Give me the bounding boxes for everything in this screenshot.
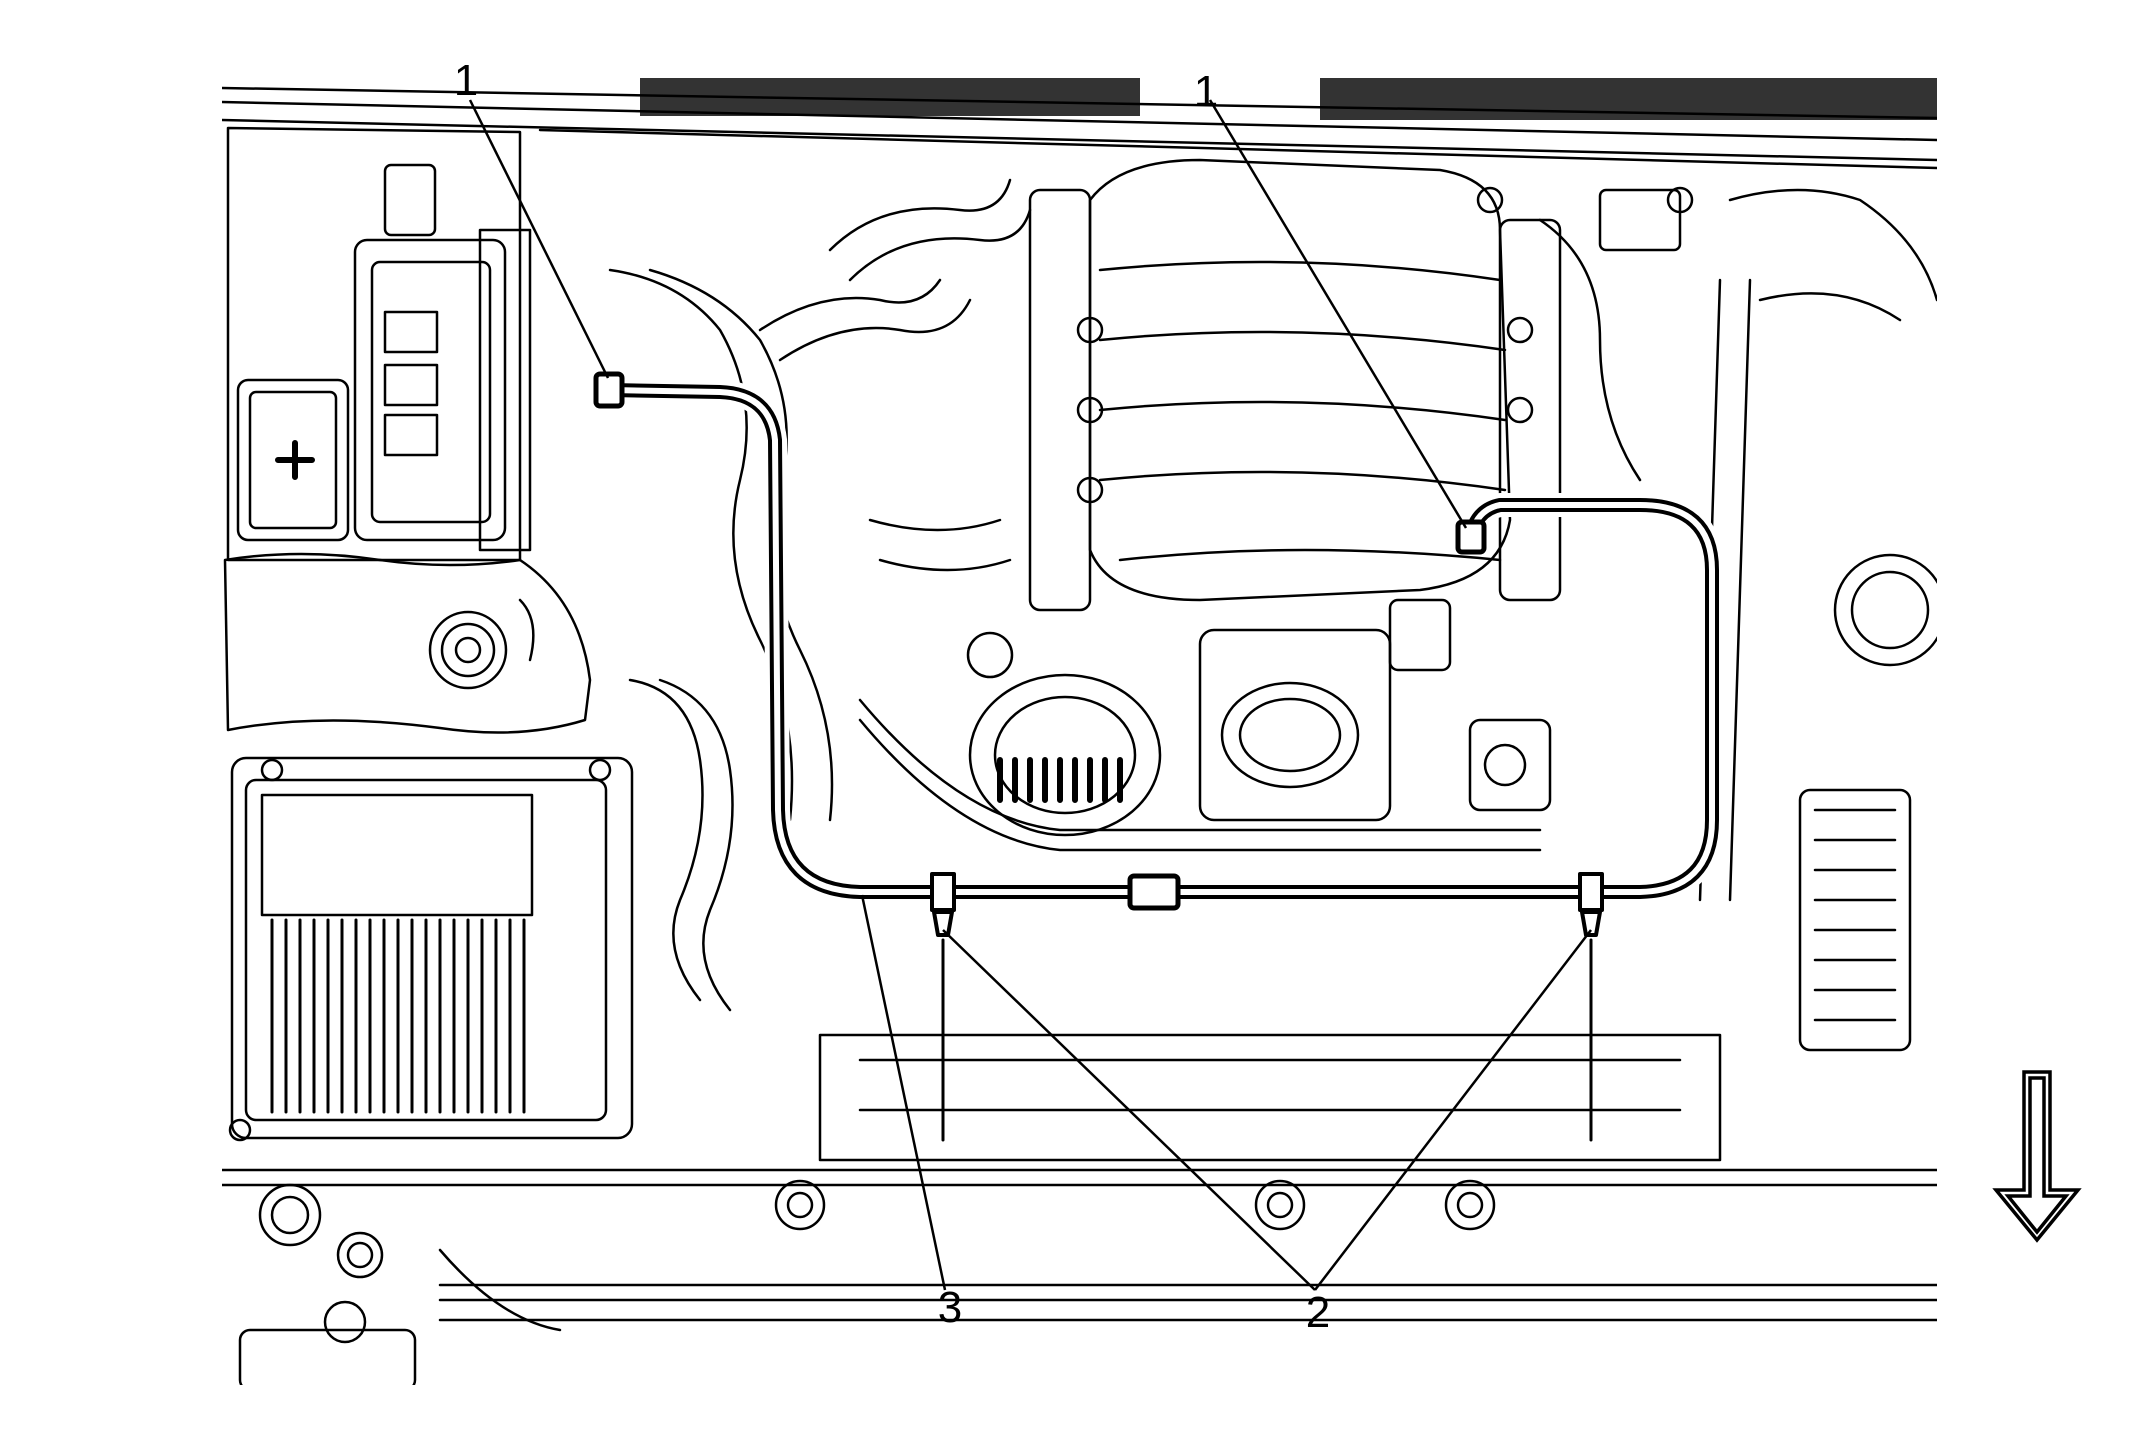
pipe-fastener-left xyxy=(930,872,956,1142)
callout-1-right: 1 xyxy=(1194,67,1218,116)
down-arrow-icon xyxy=(1992,1070,2082,1243)
air-cleaner xyxy=(228,756,634,1142)
leader-lines xyxy=(468,99,1592,1291)
intake-manifold xyxy=(1028,158,1562,612)
callout-3: 3 xyxy=(938,1283,962,1332)
callout-2: 2 xyxy=(1306,1288,1330,1337)
callout-1-left: 1 xyxy=(454,56,478,105)
leader-1-right xyxy=(1208,99,1468,529)
leader-2-right xyxy=(1314,929,1592,1291)
pipe-fastener-right xyxy=(1578,872,1604,1142)
cowl-panel xyxy=(222,78,1937,170)
alternator xyxy=(966,631,1162,837)
engine-bay-artwork xyxy=(222,78,1937,1385)
coolant-reservoir xyxy=(223,552,592,734)
leader-1-left xyxy=(468,99,610,379)
highlighted-pipe xyxy=(593,371,1724,1142)
leader-3 xyxy=(860,894,947,1291)
fuse-block xyxy=(226,126,532,562)
throttle-body xyxy=(1198,598,1552,822)
radiator-support xyxy=(222,1033,1937,1385)
leader-2-left xyxy=(942,929,1316,1291)
drive-belt xyxy=(858,698,1542,852)
